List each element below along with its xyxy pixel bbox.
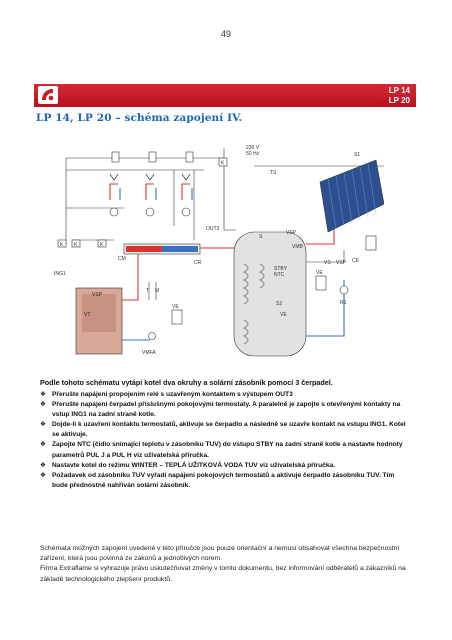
power-label: 230 V [246,145,260,151]
solar-collector [319,159,384,233]
model-tag-line-1: LP 14 [388,86,410,95]
k-relay-top-label: K [221,161,225,167]
ce-label: CE [352,258,360,264]
footer-notes: Schémata možných zapojení uvedené v této… [40,544,420,585]
vmfa-label: VMFA [142,350,156,356]
m-label: M [155,288,159,294]
vsp-label: VSP [286,230,297,236]
step-item: Přerušte napájení čerpadel příslušnými p… [40,400,410,420]
k-box-2: K [74,242,78,248]
power-freq-label: 50 Hz [246,151,260,157]
page-number: 49 [220,29,231,39]
ve-solar-label: VE [316,270,323,276]
vs-label: VS [324,260,331,266]
stby-label: STBY [274,266,288,272]
boiler-vsp-label: VSP [92,292,103,298]
ing1-label: ING1 [54,271,66,277]
step-item: Zapojte NTC (čidlo snímající teplotu v z… [40,440,410,460]
extraflame-logo-icon [38,86,58,104]
footer-note-1: Schémata možných zapojení uvedené v této… [40,545,400,563]
ts-label: TS [270,170,277,176]
model-tag-line-2: LP 20 [388,95,410,105]
k-relay-top [218,157,228,167]
connection-diagram: 230 V 50 Hz K K K K ING1 CM [54,145,384,357]
s-label: S [259,234,263,240]
step-item: Dojde-li k uzavření kontaktu termostatů,… [40,420,410,440]
k-box-1: K [60,242,64,248]
solar-storage-tank [233,231,307,357]
vmb-label: VMB [292,244,304,250]
t-label: T [146,288,149,294]
k-box-3: K [100,242,104,248]
steps-list: Přerušte napájení propojením relé s uzav… [40,390,410,491]
step-item: Přerušte napájení propojením relé s uzav… [40,390,410,400]
header-band: LP 14 LP 20 [34,84,416,107]
s2-label: S2 [276,301,282,307]
r1-label: R1 [340,300,347,306]
cm-label: CM [118,256,126,262]
ntc-label: NTC [274,272,285,278]
ve-tank-label: VE [280,312,287,318]
step-item: Požadavek od zásobníku TUV vyřadí napáje… [40,471,410,491]
intro-text: Podle tohoto schématu vytápí kotel dva o… [40,378,333,387]
boiler-vt-label: VT [84,312,90,318]
step-item: Nastavte kotel do režimu WINTER – TEPLÁ … [40,461,410,471]
s1-label: S1 [354,152,360,158]
cr-label: CR [194,260,202,266]
vsp-solar-label: VSP [336,260,347,266]
section-heading: LP 14, LP 20 – schéma zapojení IV. [36,112,243,124]
footer-note-2: Firma Extraflame si vyhrazuje právo usku… [40,565,406,583]
ve-left-label: VE [172,304,179,310]
model-tag: LP 14 LP 20 [389,86,410,105]
solar-controller [365,235,377,251]
out3-label: OUT3 [206,226,220,232]
heating-circuits [109,183,190,200]
